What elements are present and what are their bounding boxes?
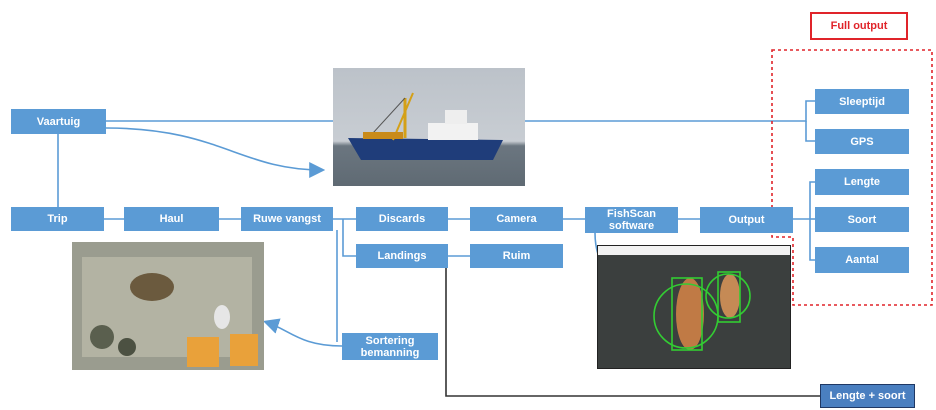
node-vaartuig: Vaartuig [11,109,106,134]
full-output-label: Full output [810,12,908,40]
node-haul: Haul [124,207,219,231]
vessel-illustration [348,92,503,160]
node-discards: Discards [356,207,448,231]
node-ruwe-vangst: Ruwe vangst [241,207,333,231]
node-lengte: Lengte [815,169,909,195]
node-ruim: Ruim [470,244,563,268]
node-aantal: Aantal [815,247,909,273]
detection-overlay [653,271,751,351]
node-gps: GPS [815,129,909,154]
node-output: Output [700,207,793,233]
node-soort: Soort [815,207,909,232]
window-titlebar [598,246,790,255]
node-sleeptijd: Sleeptijd [815,89,909,114]
fishscan-detection-screenshot [597,245,791,369]
node-landings: Landings [356,244,448,268]
node-camera: Camera [470,207,563,231]
node-fishscan-software: FishScan software [585,207,678,233]
node-sortering-bemanning: Sortering bemanning [342,333,438,360]
catch-sorting-photo [72,242,264,370]
fishing-vessel-photo [333,68,525,186]
node-lengte-soort: Lengte + soort [820,384,915,408]
sorting-illustration [72,242,264,370]
node-trip: Trip [11,207,104,231]
